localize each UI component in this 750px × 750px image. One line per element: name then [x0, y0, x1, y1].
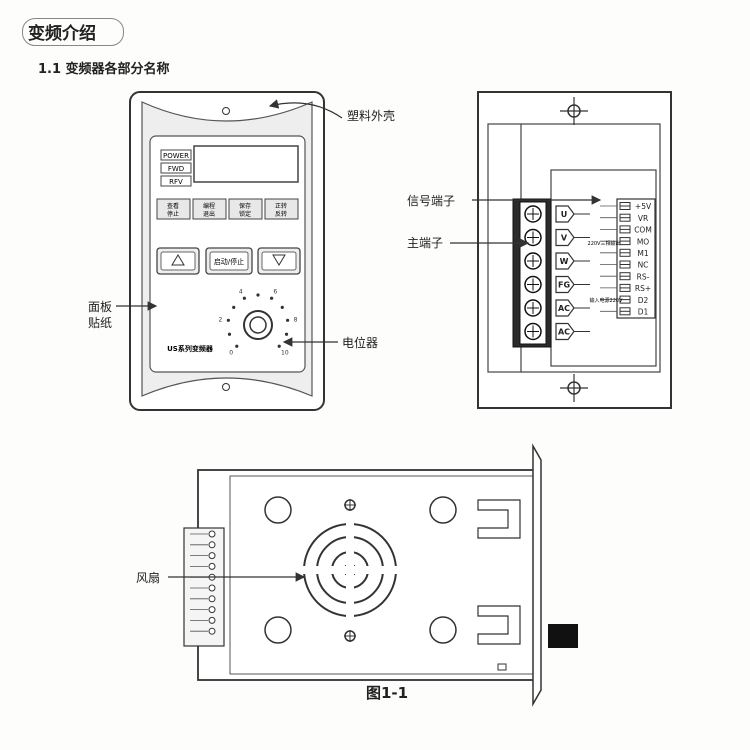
pot-tick-label: 10	[281, 349, 289, 356]
button-program-bottom: 退出	[203, 210, 215, 218]
main-terminal-tag	[555, 322, 575, 341]
button-direction-top: 正转	[275, 202, 287, 210]
pot-tick-dot	[232, 305, 236, 309]
note-ac-input: 输入电源220V	[590, 297, 624, 304]
indicator-power: POWER	[163, 152, 189, 160]
figure-caption: 图1-1	[366, 684, 409, 702]
signal-terminal-label: D2	[638, 296, 649, 305]
pot-tick-label: 8	[294, 317, 298, 324]
pot-tick-label: 2	[219, 317, 223, 324]
pot-tick-dot	[280, 305, 284, 309]
pot-tick-dot	[227, 332, 232, 336]
button-save-top: 保存	[239, 202, 251, 210]
main-terminal-label: AC	[558, 328, 570, 337]
callout-plastic-shell: 塑料外壳	[347, 109, 396, 123]
fan-view-pin	[208, 616, 216, 624]
section-heading: 1.1 变频器各部分名称	[38, 62, 170, 77]
fan-view-pin	[208, 562, 216, 570]
button-direction-bottom: 反转	[275, 210, 287, 218]
model-label: US系列变频器	[167, 344, 214, 353]
signal-terminal-label: COM	[634, 226, 652, 235]
pot-tick-dot	[270, 296, 274, 300]
fan-view-pin	[208, 530, 216, 538]
main-terminal-label: U	[561, 210, 568, 219]
signal-terminal-label: M1	[637, 249, 648, 258]
pot-tick-dot	[286, 318, 290, 322]
main-terminal-tag	[555, 299, 575, 317]
signal-terminal-label: D1	[638, 308, 649, 317]
indicator-fwd: FWD	[168, 165, 184, 173]
main-terminal-labels: U V W FG AC AC	[555, 205, 590, 341]
front-panel-drawing	[129, 91, 325, 411]
start-stop-button-label: 启动/停止	[214, 257, 244, 266]
signal-terminal-label: RS+	[635, 284, 651, 293]
main-terminal-block	[524, 205, 542, 341]
button-view-bottom: 停止	[167, 210, 179, 218]
signal-terminal-label: +5V	[635, 202, 652, 211]
button-program-top: 编程	[203, 202, 215, 210]
signal-terminal-label: NC	[638, 261, 649, 270]
pot-tick-dot	[284, 332, 289, 336]
fan-view-terminal-pins	[190, 530, 216, 635]
main-terminal-tag	[555, 228, 575, 247]
fan-view-pin	[208, 541, 216, 549]
callout-main-terminal: 主端子	[407, 236, 444, 250]
fan-view-pin	[208, 595, 216, 603]
potentiometer-scale: 0 2 4 6 8 10	[219, 289, 298, 357]
fan-view-pin	[208, 627, 216, 635]
callout-potentiometer: 电位器	[342, 336, 379, 350]
pot-tick-dot	[226, 318, 230, 322]
main-terminal-tag	[555, 275, 575, 294]
fan-view-pin	[208, 606, 216, 614]
fan-view-pin	[208, 584, 216, 592]
main-terminal-label: AC	[558, 304, 570, 313]
signal-terminal-label: RS-	[637, 272, 650, 281]
pot-tick-dot	[242, 296, 246, 300]
pot-tick-dot	[256, 293, 260, 297]
pot-tick-dot	[235, 344, 239, 348]
note-uvw-output: 220V三相输出	[588, 240, 621, 247]
page-title: 变频介绍	[28, 24, 96, 44]
signal-terminal-label: VR	[638, 214, 648, 223]
fan-view-pin	[208, 552, 216, 560]
pot-tick-label: 6	[273, 289, 277, 296]
main-terminal-label: W	[560, 257, 569, 266]
title-frame	[22, 18, 124, 46]
callout-panel-sticker-1: 面板	[88, 300, 113, 314]
signal-terminal-label: MO	[637, 237, 649, 246]
fan-view-drawing	[183, 443, 578, 707]
callout-signal-terminal: 信号端子	[407, 194, 456, 208]
indicator-rfv: RFV	[169, 178, 183, 186]
main-terminal-label: FG	[558, 281, 570, 290]
button-save-bottom: 锁定	[239, 210, 251, 218]
callout-arrows	[116, 99, 602, 582]
main-terminal-label: V	[561, 234, 568, 243]
callout-fan: 风扇	[136, 571, 161, 585]
pot-tick-label: 0	[229, 349, 233, 356]
pot-tick-label: 4	[239, 289, 243, 296]
main-terminal-tag	[555, 205, 575, 223]
button-view-top: 查看	[167, 202, 179, 210]
pot-tick-dot	[277, 344, 281, 348]
main-terminal-tag	[555, 252, 575, 270]
callout-panel-sticker-2: 贴纸	[88, 316, 113, 330]
